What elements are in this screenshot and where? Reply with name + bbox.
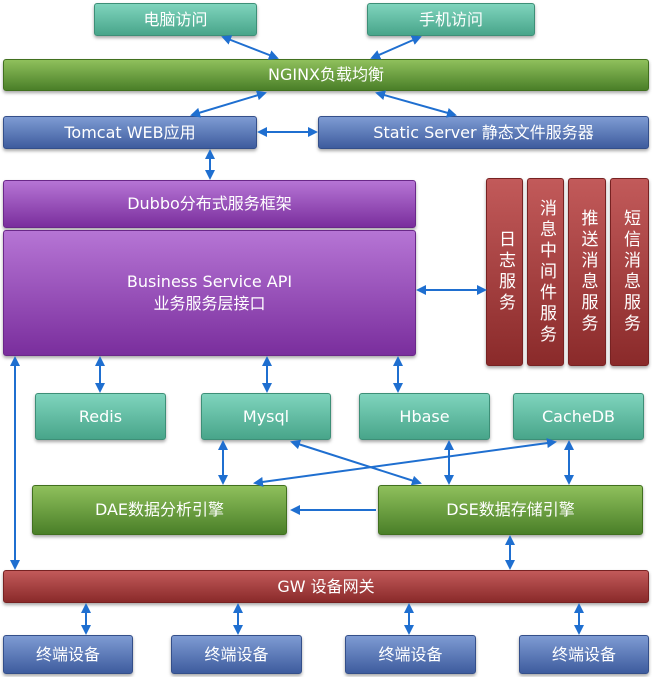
static-file-server: Static Server 静态文件服务器 [318,116,649,149]
terminal-device-4: 终端设备 [519,635,649,674]
dae-analysis-engine: DAE数据分析引擎 [32,485,287,535]
terminal-device-2: 终端设备 [171,635,302,674]
nginx-load-balancer: NGINX负载均衡 [3,59,649,91]
pc-access-box: 电脑访问 [94,3,257,36]
business-service-api: Business Service API 业务服务层接口 [3,230,416,356]
terminal-device-1: 终端设备 [3,635,133,674]
mobile-access-box: 手机访问 [367,3,535,36]
arrow-pc-nginx [221,35,279,60]
arrow-nginx-static [375,90,457,118]
terminal-device-3: 终端设备 [345,635,476,674]
sms-message-service: 短信消息服务 [610,178,649,366]
arrow-mobile-nginx [370,35,422,60]
mysql-box: Mysql [201,393,331,440]
cachedb-box: CacheDB [513,393,644,440]
arrow-cachedb-dae [253,438,557,487]
message-middleware-service: 消息中间件服务 [527,178,564,366]
business-api-subtitle: 业务服务层接口 [153,294,266,313]
business-api-title: Business Service API [126,272,293,292]
dubbo-framework: Dubbo分布式服务框架 [3,180,416,228]
log-service: 日志服务 [486,178,523,366]
redis-box: Redis [35,393,166,440]
push-message-service: 推送消息服务 [568,178,606,366]
tomcat-web-app: Tomcat WEB应用 [3,116,257,149]
device-gateway: GW 设备网关 [3,570,649,603]
arrow-nginx-tomcat [190,90,267,118]
dse-storage-engine: DSE数据存储引擎 [378,485,643,535]
